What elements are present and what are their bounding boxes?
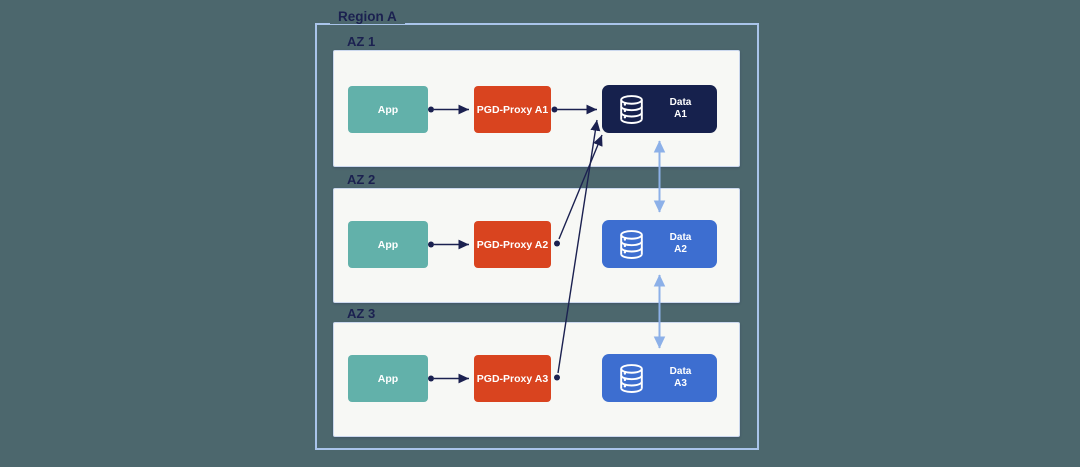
database-icon	[620, 363, 643, 393]
database-icon	[620, 94, 643, 124]
pgd-proxy-node-a2: PGD-Proxy A2	[474, 221, 551, 268]
az3-label: AZ 3	[347, 306, 376, 321]
data-node-a3-label: Data A3	[669, 366, 692, 389]
database-icon	[620, 229, 643, 259]
pgd-proxy-node-a1-label: PGD-Proxy A1	[476, 103, 549, 116]
app-node-az3: App	[348, 355, 428, 402]
app-node-az1-label: App	[377, 103, 399, 116]
pgd-proxy-node-a1: PGD-Proxy A1	[474, 86, 551, 133]
pgd-proxy-node-a3: PGD-Proxy A3	[474, 355, 551, 402]
app-node-az2: App	[348, 221, 428, 268]
region-a-container	[315, 23, 759, 450]
az1-label: AZ 1	[347, 34, 376, 49]
az1-panel: App PGD-Proxy A1 Data A1	[333, 50, 740, 167]
data-node-a3: Data A3	[602, 354, 717, 402]
data-node-a2: Data A2	[602, 220, 717, 268]
az2-panel: App PGD-Proxy A2 Data A2	[333, 188, 740, 303]
pgd-proxy-node-a3-label: PGD-Proxy A3	[476, 372, 549, 385]
data-node-a2-label: Data A2	[669, 232, 692, 255]
az3-panel: App PGD-Proxy A3 Data A3	[333, 322, 740, 437]
pgd-proxy-node-a2-label: PGD-Proxy A2	[476, 238, 549, 251]
region-label: Region A	[330, 9, 405, 24]
app-node-az1: App	[348, 86, 428, 133]
az2-label: AZ 2	[347, 172, 376, 187]
data-node-a1-label: Data A1	[669, 97, 692, 120]
data-node-a1: Data A1	[602, 85, 717, 133]
app-node-az2-label: App	[377, 238, 399, 251]
app-node-az3-label: App	[377, 372, 399, 385]
